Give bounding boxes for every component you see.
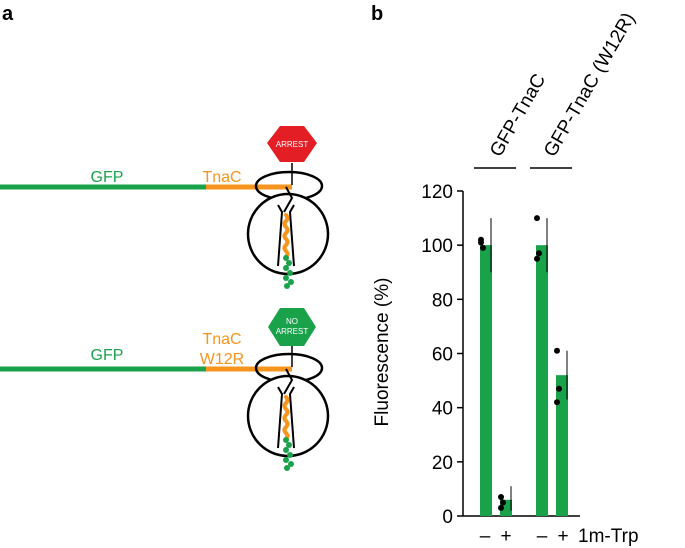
nascent-tnac-1 [282, 213, 290, 259]
bar-0 [480, 245, 492, 516]
tunnel-kink-2 [283, 368, 294, 395]
bar-3 [556, 375, 568, 516]
exit-tunnel-2 [277, 386, 295, 449]
treatment-sign-3: – [537, 526, 548, 547]
data-point-0-2 [478, 239, 484, 246]
y-tick-label-3: 60 [432, 345, 453, 366]
no-text: NO [286, 317, 298, 326]
no-arrest-sign: NO ARREST [268, 308, 316, 367]
panel-a-label: a [2, 3, 14, 25]
data-point-1-0 [498, 504, 504, 511]
no-arrest-hexagon [268, 308, 316, 346]
bar-chart: 0 20 40 60 80 100 120 [421, 182, 580, 528]
y-tick-label-1: 20 [432, 453, 453, 474]
group-label-tnac: GFP-TnaC [486, 70, 550, 160]
y-tick-label-4: 80 [432, 290, 453, 311]
data-point-0-1 [480, 244, 486, 251]
treatment-sign-2: + [500, 526, 511, 547]
ribosome-1 [246, 170, 330, 289]
no-arrest-text: ARREST [276, 327, 309, 336]
panel-b-label: b [371, 3, 383, 25]
group-label-w12r: GFP-TnaC (W12R) [540, 9, 639, 160]
y-tick-label-6: 120 [421, 182, 453, 203]
arrest-text: ARREST [276, 140, 309, 149]
construct-2: GFP TnaC W12R NO ARREST [0, 308, 330, 471]
y-axis-label: Fluorescence (%) [372, 278, 393, 427]
treatment-sign-4: + [557, 526, 568, 547]
data-point-2-2 [534, 255, 540, 262]
w12r-label-2: W12R [200, 351, 244, 368]
gfp-label-2: GFP [91, 347, 124, 364]
nascent-w12r-2 [282, 395, 290, 441]
data-point-1-2 [498, 494, 504, 501]
bar-2 [536, 245, 548, 516]
nascent-gfp-1 [283, 255, 294, 289]
exit-tunnel-1 [277, 204, 295, 267]
tunnel-kink-1 [283, 186, 294, 213]
ribosome-2 [246, 352, 330, 471]
data-point-3-2 [554, 399, 560, 406]
tnac-label-1: TnaC [202, 169, 241, 186]
tnac-label-2: TnaC [202, 331, 241, 348]
y-tick-label-5: 100 [421, 236, 453, 257]
y-tick-label-0: 0 [442, 507, 453, 528]
construct-1: GFP TnaC ARREST [0, 126, 330, 289]
data-point-3-1 [556, 385, 562, 392]
nascent-gfp-2 [283, 437, 294, 471]
stop-octagon [267, 126, 317, 162]
data-point-2-1 [536, 250, 542, 257]
y-tick-label-2: 40 [432, 399, 453, 420]
data-point-2-0 [534, 215, 540, 222]
gfp-label-1: GFP [91, 169, 124, 186]
data-point-1-1 [500, 499, 506, 506]
arrest-stop-sign: ARREST [267, 126, 317, 185]
data-point-3-0 [554, 347, 560, 354]
treatment-sign-1: – [480, 526, 491, 547]
treatment-label: 1m-Trp [578, 526, 639, 547]
